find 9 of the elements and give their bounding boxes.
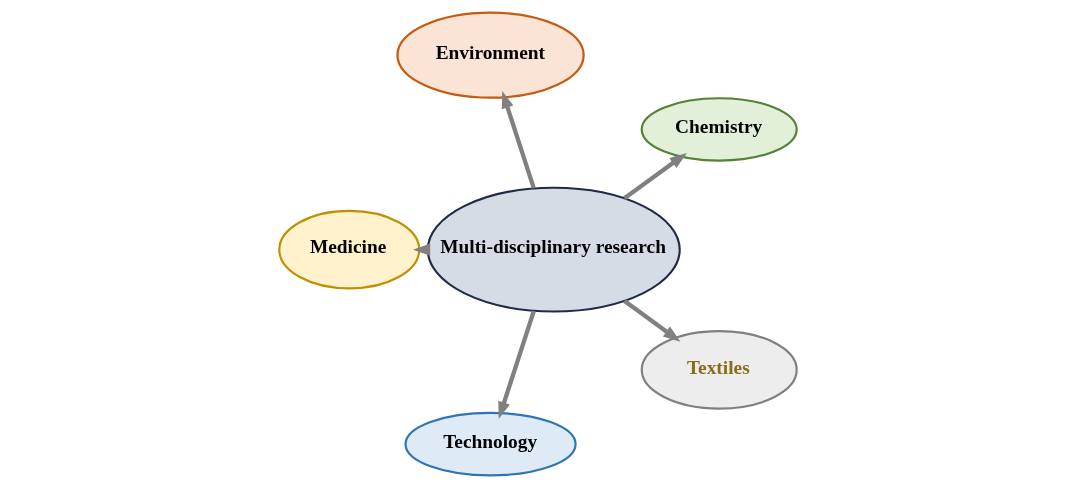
node-ellipse: Textiles [640,330,798,410]
arrow [622,299,680,342]
node-ellipse: Chemistry [640,97,798,162]
node-ellipse: Medicine [277,209,420,290]
arrow [501,91,536,189]
node-ellipse: Technology [403,411,577,477]
node-ellipse: Environment [395,11,585,99]
arrow [622,152,687,201]
arrow [497,310,536,420]
